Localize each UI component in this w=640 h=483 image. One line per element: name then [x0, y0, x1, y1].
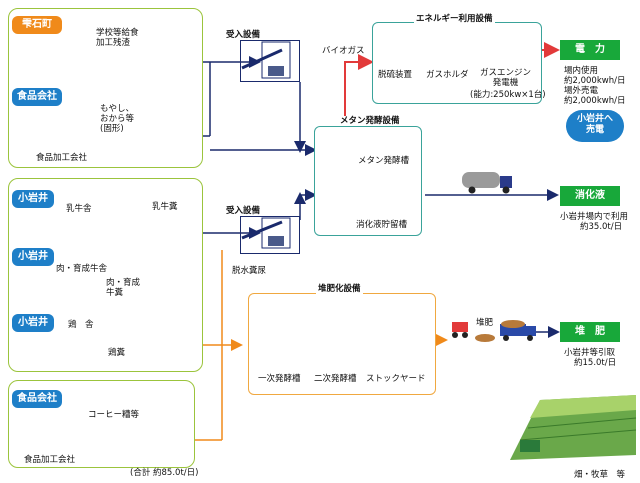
biogas-label: バイオガス [322, 46, 365, 56]
beef-manure: 肉・育成 牛糞 [106, 278, 141, 298]
digestate-line-1: 小岩井場内で利用 [560, 212, 629, 222]
food1-desc: もやし、 おから等 (固形) [100, 104, 135, 134]
receive1-box [240, 40, 300, 82]
panel-livestock-sources [8, 178, 203, 372]
food2-desc: コーヒー糟等 [88, 410, 140, 420]
t1-label: 一次発酵槽 [258, 374, 301, 384]
dairy-manure: 乳牛糞 [152, 202, 178, 212]
tank-truck-icon [462, 172, 512, 194]
compost-line-2: 約15.0t/日 [574, 358, 617, 368]
t2-label: 二次発酵槽 [314, 374, 357, 384]
tag-food1: 食品会社 [12, 88, 62, 106]
desulf-label: 脱硫装置 [378, 70, 413, 80]
output-digestate: 消化液 [560, 186, 620, 206]
power-sale-badge: 小岩井へ 売電 [566, 110, 624, 142]
digestate-tank-label: 消化液貯留槽 [356, 220, 408, 230]
loader-icon-3 [452, 322, 468, 338]
compost-truck-icon [500, 320, 536, 341]
tag-koiwai-beef: 小岩井 [12, 248, 54, 266]
compost-use: 畑・牧草 等 [574, 470, 626, 480]
compost-title: 堆肥化設備 [316, 284, 363, 294]
food2-factory: 食品加工会社 [24, 455, 76, 465]
power-line-3: 場外売電 [564, 86, 599, 96]
dairy-barn: 乳牛舎 [66, 204, 92, 214]
compost-pile-icon [475, 334, 495, 342]
tag-koiwai-poultry: 小岩井 [12, 314, 54, 332]
dewater-label: 脱水糞尿 [232, 266, 267, 276]
receive2-label: 受入設備 [226, 206, 261, 216]
engine-label: ガスエンジン 発電機 [480, 68, 532, 88]
farm-field-icon [510, 395, 637, 460]
beef-barn: 肉・育成牛舎 [56, 264, 108, 274]
receive1-label: 受入設備 [226, 30, 261, 40]
methane-title: メタン発酵設備 [338, 116, 402, 126]
food1-factory: 食品加工会社 [36, 153, 88, 163]
digestate-line-2: 約35.0t/日 [580, 222, 623, 232]
holder-label: ガスホルダ [426, 70, 469, 80]
shizukuishi-desc: 学校等給食 加工残渣 [96, 28, 139, 48]
total-amount: (合計 約85.0t/日) [130, 468, 199, 478]
output-power: 電 力 [560, 40, 620, 60]
compost-panel [248, 293, 436, 395]
receiving-hopper-icon-2 [241, 217, 291, 249]
stock-label: ストックヤード [366, 374, 426, 384]
tag-food2: 食品会社 [12, 390, 62, 408]
receive2-box [240, 216, 300, 254]
compost-pile-label: 堆肥 [476, 318, 494, 328]
power-line-4: 約2,000kwh/日 [564, 96, 626, 106]
methane-tank-label: メタン発酵槽 [358, 156, 410, 166]
poultry-barn: 鶏 舎 [68, 320, 94, 330]
power-line-1: 場内使用 [564, 66, 599, 76]
power-line-2: 約2,000kwh/日 [564, 76, 626, 86]
methane-panel [314, 126, 422, 236]
tag-shizukuishi: 雫石町 [12, 16, 62, 34]
compost-line-1: 小岩井等引取 [564, 348, 616, 358]
energy-title: エネルギー利用設備 [414, 14, 495, 24]
engine-capacity: (能力:250kw×1台) [470, 90, 546, 100]
poultry-manure: 鶏糞 [108, 348, 126, 358]
tag-koiwai-dairy: 小岩井 [12, 190, 54, 208]
output-compost: 堆 肥 [560, 322, 620, 342]
receiving-hopper-icon-1 [241, 41, 291, 79]
